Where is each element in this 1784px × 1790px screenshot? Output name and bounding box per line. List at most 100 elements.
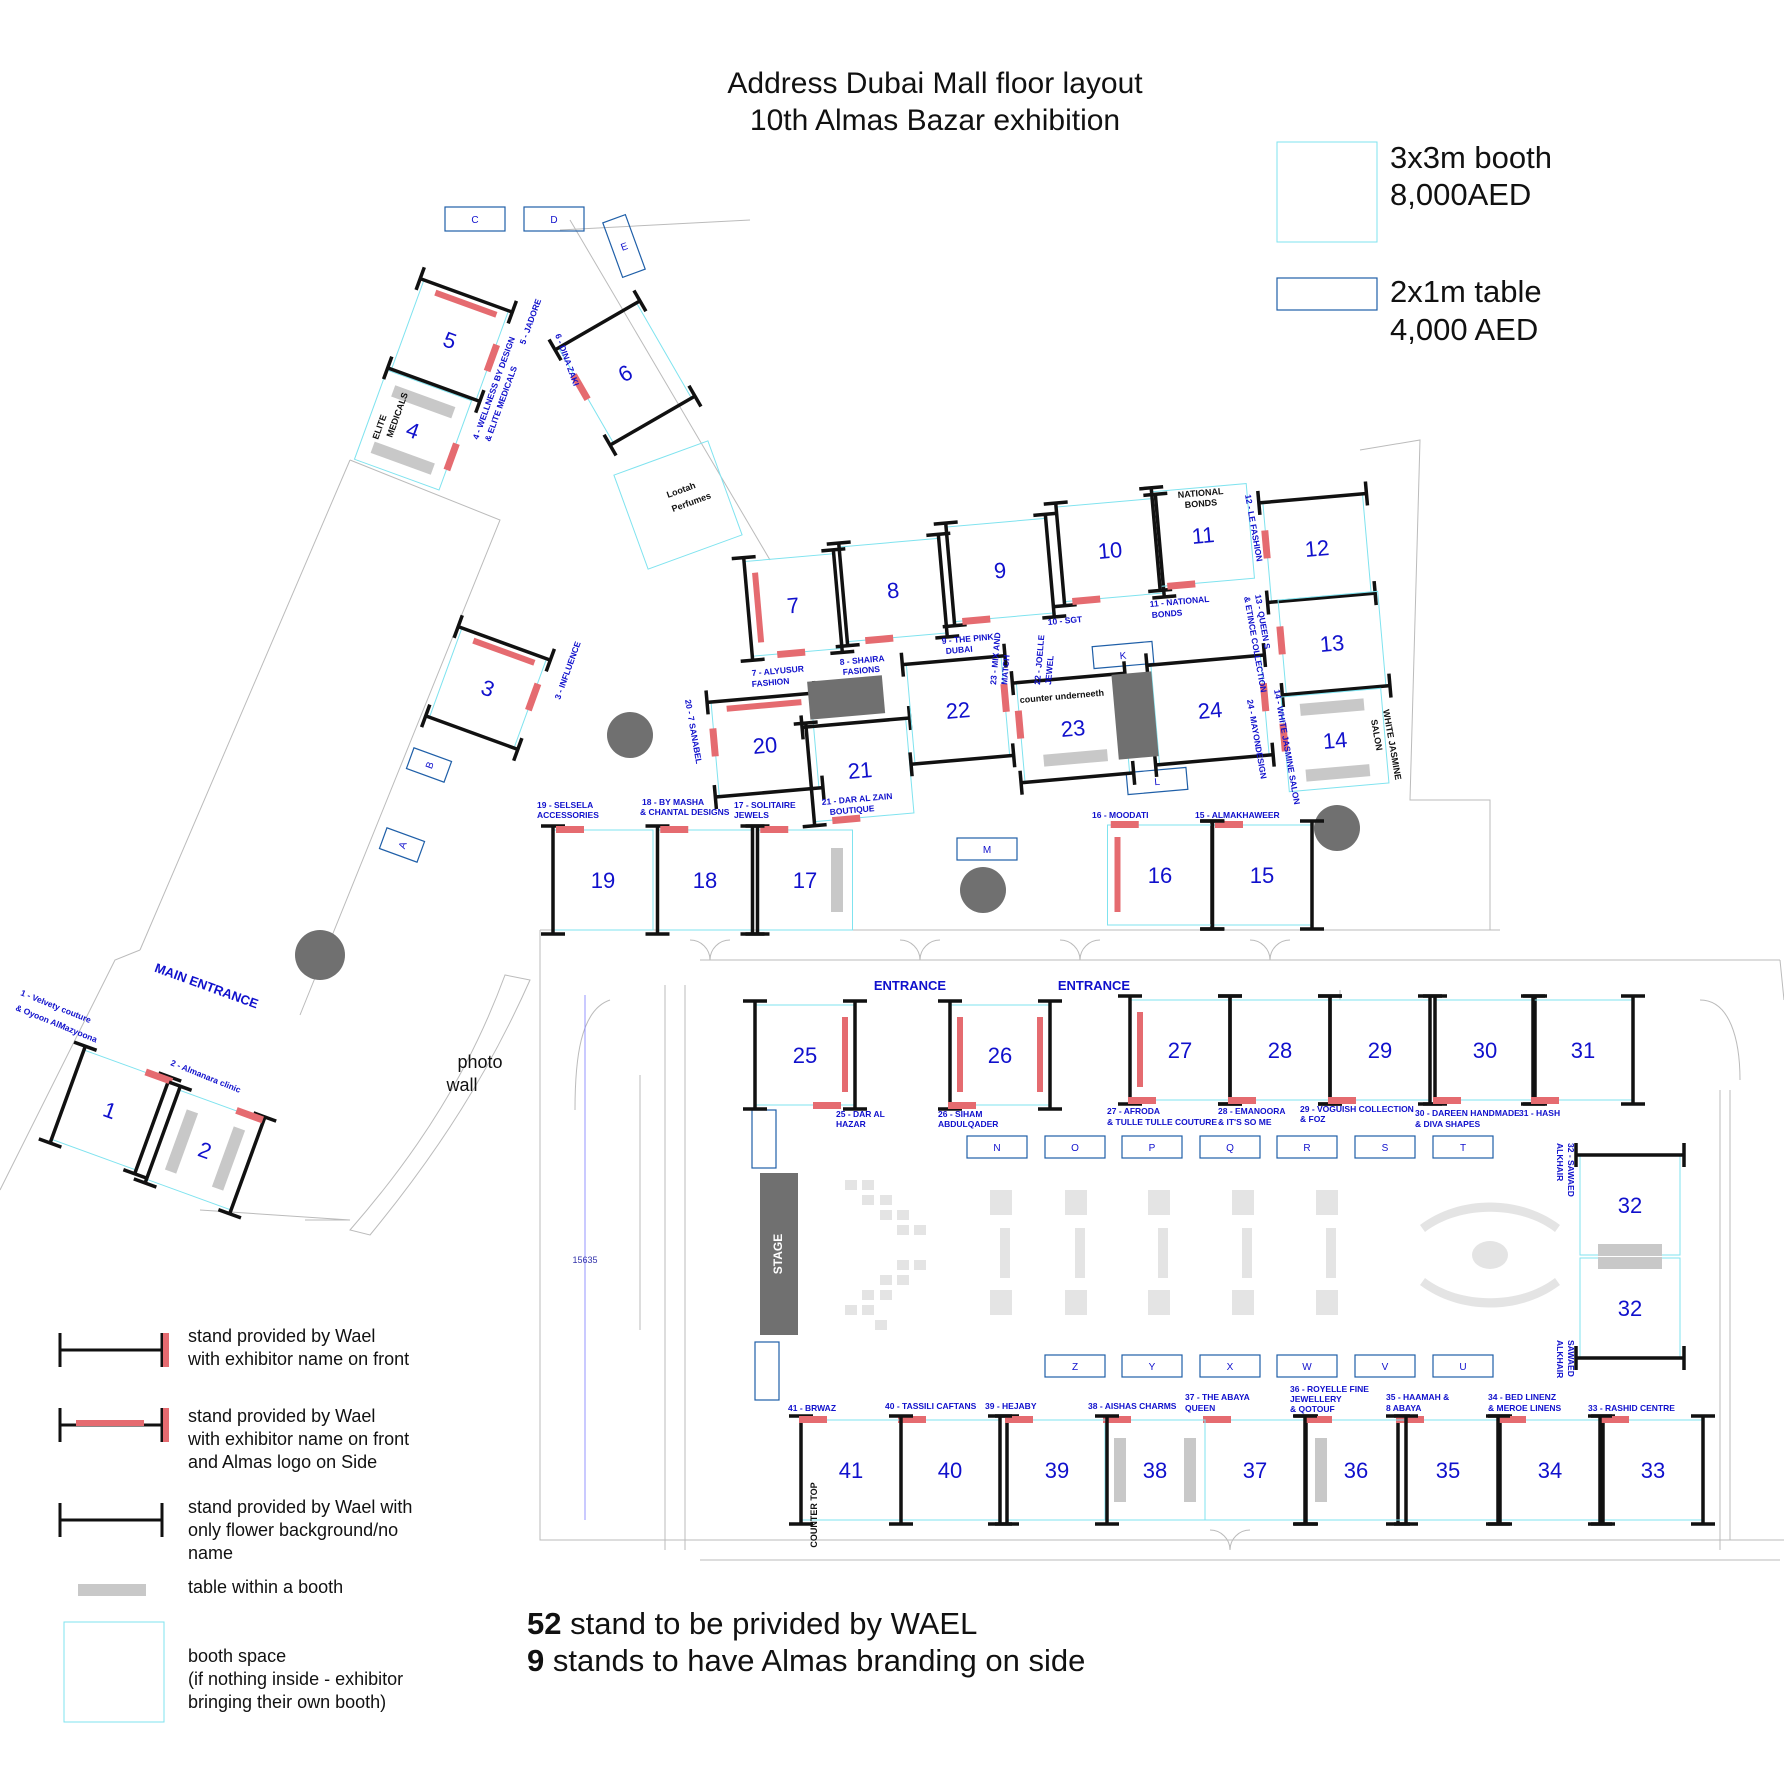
stand-front-branding	[443, 442, 460, 472]
stand-cap	[1363, 481, 1370, 506]
stand-cap	[1152, 752, 1159, 778]
booth-24: 24	[1144, 642, 1276, 778]
table-label: S	[1382, 1143, 1389, 1154]
stand-cap	[1002, 643, 1008, 668]
stand-cap	[547, 338, 563, 362]
stand-wall	[1053, 502, 1067, 606]
booth-number: 31	[1571, 1038, 1595, 1063]
table-label: W	[1302, 1362, 1312, 1373]
exhibitor-label-e15: 15 - ALMAKHAWEER	[1195, 810, 1280, 820]
stand-cap	[1152, 594, 1177, 600]
booth-number: 36	[1344, 1458, 1368, 1483]
exhibitor-label-e40: 40 - TASSILI CAFTANS	[885, 1401, 977, 1411]
exhibitor-label-e27a: 27 - AFRODA	[1107, 1106, 1160, 1116]
booth-number: 38	[1143, 1458, 1167, 1483]
table-p: P	[1121, 1135, 1183, 1159]
booth-number: 34	[1538, 1458, 1562, 1483]
booth-27: 27	[1118, 994, 1242, 1106]
booth-number: 33	[1641, 1458, 1665, 1483]
exhibitor-label-e29a: 29 - VOGUISH COLLECTION	[1300, 1104, 1414, 1114]
stand-cap	[168, 1080, 193, 1092]
stand-cap	[1130, 760, 1137, 785]
stand-wall	[1155, 752, 1274, 767]
table-label: Q	[1226, 1143, 1234, 1154]
table-label: Z	[1072, 1362, 1078, 1373]
legend-3-line3: name	[188, 1543, 233, 1563]
stand-wall	[706, 691, 815, 705]
table-price: 4,000 AED	[1390, 312, 1538, 347]
exhibitor-label-e32d: ALKHAIR	[1555, 1340, 1565, 1378]
booth-12: 12	[1256, 481, 1378, 615]
stand-front-branding	[948, 1102, 976, 1109]
stand-cap	[73, 1040, 98, 1052]
stand-cap	[1372, 580, 1378, 606]
stand-front-branding	[570, 373, 591, 401]
booth-number: 16	[1148, 863, 1172, 888]
stand-front-branding	[1228, 1097, 1256, 1104]
booth-40: 40	[898, 1414, 1012, 1526]
stand-wall	[1020, 771, 1134, 785]
stand-cap	[712, 784, 719, 810]
table-label: R	[1303, 1143, 1310, 1154]
stand-front-branding	[1037, 1017, 1043, 1092]
stand-cap	[935, 634, 960, 640]
stand-cap	[1018, 770, 1024, 795]
legend-3-line1: stand provided by Wael with	[188, 1497, 412, 1517]
stand-wall	[910, 753, 1014, 767]
exhibitor-label-e36a: 36 - ROYELLE FINE	[1290, 1384, 1369, 1394]
exhibitor-label-e36b: JEWELLERY	[1290, 1394, 1342, 1404]
stand-cap	[826, 540, 851, 546]
booth-37: 37	[1203, 1414, 1317, 1526]
stand-front-branding	[865, 634, 894, 645]
booth-number: 6	[614, 360, 637, 388]
legend-5-line1: booth space	[188, 1646, 286, 1666]
table-label: L	[1154, 777, 1161, 788]
stand-front-branding	[1601, 1416, 1629, 1423]
table-label: X	[1227, 1362, 1234, 1373]
exhibitor-label-e32a: 32 - SAWAED	[1566, 1143, 1576, 1197]
stand-cap	[133, 1177, 157, 1189]
stand-wall	[609, 394, 696, 447]
booth-counter	[807, 675, 886, 720]
booth-number: 29	[1368, 1038, 1392, 1063]
booth-38: 38	[1103, 1416, 1206, 1521]
exhibitor-label-e35a: 35 - HAAMAH &	[1386, 1392, 1449, 1402]
stand-front-branding	[957, 1017, 963, 1092]
booth-41: 41	[789, 1414, 913, 1526]
stand-wall	[228, 1116, 267, 1215]
exhibitor-label-e30a: 30 - DAREEN HANDMADE	[1415, 1108, 1520, 1118]
legend-3-line2: only flower background/no	[188, 1520, 398, 1540]
exhibitor-label-e37b: QUEEN	[1185, 1403, 1215, 1413]
exhibitor-label-e27b: & TULLE TULLE COUTURE	[1107, 1117, 1217, 1127]
exhibitor-label-e33: 33 - RASHID CENTRE	[1588, 1403, 1675, 1413]
stand-cap	[1148, 587, 1173, 594]
table-label: C	[471, 215, 478, 226]
booth-number: 9	[993, 558, 1007, 584]
table-b: B	[405, 747, 453, 783]
booth-table	[370, 441, 435, 475]
stand-front-branding	[1531, 1097, 1559, 1104]
legend-2-line2: with exhibitor name on front	[187, 1429, 409, 1449]
booth-number: 37	[1243, 1458, 1267, 1483]
stand-front-branding	[832, 814, 861, 825]
stand-front-branding	[1279, 723, 1289, 752]
stand-cap	[632, 289, 648, 313]
stand-front-branding	[1014, 710, 1025, 739]
exhibitor-label-e7a: 7 - ALYUSUR	[751, 663, 804, 678]
booth-table	[391, 385, 456, 419]
stand-cap	[602, 433, 618, 457]
table-c: C	[444, 206, 506, 232]
table-u: U	[1432, 1354, 1494, 1378]
stand-cap	[830, 649, 855, 656]
legend-table-swatch	[78, 1584, 146, 1596]
stand-wall	[902, 653, 1006, 667]
stand-wall	[387, 366, 481, 404]
entrance-label-2: ENTRANCE	[1058, 978, 1131, 993]
stand-wall	[133, 1076, 172, 1175]
stand-cap	[821, 546, 846, 553]
table-m: M	[956, 837, 1018, 861]
booth-price: 8,000AED	[1390, 177, 1531, 212]
booth-32-b: 32	[1574, 1257, 1686, 1370]
exhibitor-label-e26b: ABDULQADER	[938, 1119, 998, 1129]
